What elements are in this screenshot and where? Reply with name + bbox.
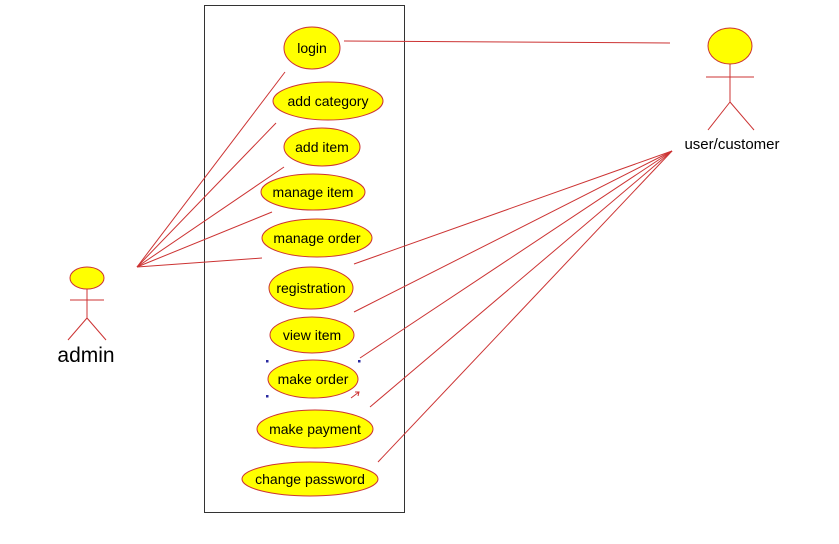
use-case-login-ellipse — [283, 26, 341, 70]
association-admin-manage-order — [136, 257, 263, 268]
resize-handle-icon[interactable] — [350, 391, 360, 399]
use-case-add-category-label: add category — [288, 93, 369, 109]
use-case-manage-item[interactable]: manage item — [260, 173, 366, 211]
actor-user-customer[interactable]: user/customer — [684, 27, 780, 153]
use-case-login-label: login — [297, 40, 327, 56]
use-case-make-payment-ellipse — [256, 409, 374, 449]
use-case-registration-ellipse — [268, 266, 354, 310]
actor-admin-left-leg — [67, 317, 88, 341]
use-case-view-item[interactable]: view item — [269, 316, 355, 354]
actor-user-label: user/customer — [684, 136, 779, 153]
association-user-make-order — [359, 150, 673, 359]
use-case-manage-order-ellipse — [261, 218, 373, 258]
use-case-make-payment-label: make payment — [269, 421, 361, 437]
use-case-view-item-ellipse — [269, 316, 355, 354]
association-admin-add-category — [136, 122, 277, 268]
use-case-manage-order[interactable]: manage order — [261, 218, 373, 258]
actor-admin[interactable]: admin — [57, 266, 115, 367]
selection-handle[interactable] — [266, 360, 269, 363]
association-user-change-password — [377, 150, 673, 463]
association-user-view-item — [353, 150, 673, 313]
use-case-make-order-label: make order — [278, 371, 349, 387]
association-user-registration — [353, 150, 673, 265]
use-case-manage-item-ellipse — [260, 173, 366, 211]
actor-admin-label: admin — [57, 344, 114, 367]
use-case-change-password[interactable]: change password — [241, 461, 379, 497]
use-case-registration-label: registration — [276, 280, 345, 296]
association-lines — [136, 40, 673, 463]
association-user-login — [343, 40, 671, 44]
actor-user-right-leg — [729, 101, 755, 131]
association-admin-login — [136, 71, 286, 268]
selection-handle[interactable] — [266, 395, 269, 398]
use-case-manage-item-label: manage item — [273, 184, 354, 200]
association-admin-add-item — [136, 166, 285, 268]
selection-handles — [266, 360, 361, 399]
use-case-make-payment[interactable]: make payment — [256, 409, 374, 449]
use-case-add-item[interactable]: add item — [283, 127, 361, 167]
use-case-add-category[interactable]: add category — [272, 81, 384, 121]
association-user-make-payment — [369, 150, 673, 408]
use-case-add-item-label: add item — [295, 139, 349, 155]
use-case-change-password-label: change password — [255, 471, 365, 487]
association-admin-manage-item — [136, 211, 273, 268]
use-case-login[interactable]: login — [283, 26, 341, 70]
use-case-manage-order-label: manage order — [273, 230, 361, 246]
selection-handle[interactable] — [358, 360, 361, 363]
use-case-add-item-ellipse — [283, 127, 361, 167]
use-case-registration[interactable]: registration — [268, 266, 354, 310]
use-cases: login add category add item manage item mana… — [241, 26, 384, 497]
use-case-view-item-label: view item — [283, 327, 341, 343]
use-case-make-order-ellipse — [267, 359, 359, 399]
use-case-add-category-ellipse — [272, 81, 384, 121]
system-boundary — [204, 5, 405, 513]
actor-admin-head — [69, 266, 105, 290]
use-case-change-password-ellipse — [241, 461, 379, 497]
use-case-make-order[interactable]: make order — [267, 359, 359, 399]
actor-user-head — [707, 27, 753, 65]
actor-admin-right-leg — [86, 317, 107, 341]
actor-user-left-leg — [707, 101, 731, 131]
